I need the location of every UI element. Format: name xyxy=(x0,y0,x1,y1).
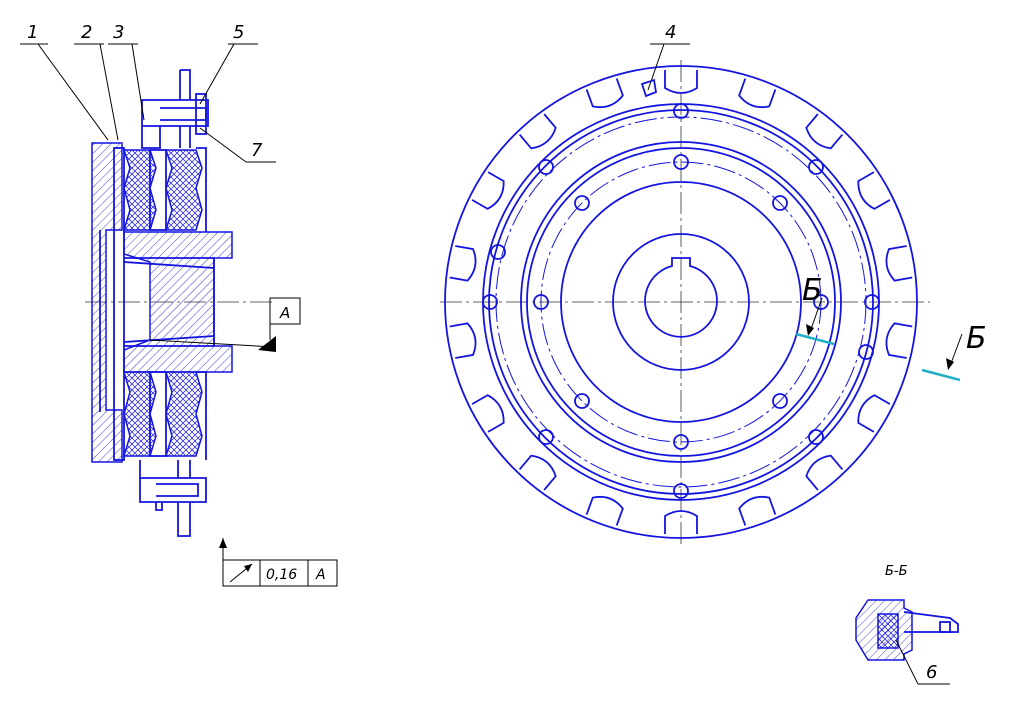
elastic-element-top-2 xyxy=(164,149,203,231)
runout-tolerance-frame: 0,16 A xyxy=(219,538,338,587)
scallop-pockets xyxy=(449,70,913,534)
runout-arrow-icon xyxy=(229,563,253,583)
housing-part-1 xyxy=(91,142,123,463)
cut-line-inner xyxy=(795,332,835,346)
section-cut-markers: Б Б xyxy=(795,273,987,382)
datum-a-marker: A xyxy=(258,297,301,352)
elastic-element-top-1 xyxy=(122,149,157,231)
flange-plate xyxy=(196,147,207,460)
datum-triangle xyxy=(258,336,276,352)
section-b-b-detail: Б-Б 6 xyxy=(855,564,959,685)
callout-5: 5 xyxy=(233,22,244,43)
datum-a-label: A xyxy=(279,304,290,322)
section-mark-inner: Б xyxy=(802,273,823,308)
section-mark-outer: Б xyxy=(966,321,987,356)
hub-outer xyxy=(612,233,750,371)
elastic-element-bottom-2 xyxy=(164,371,203,457)
callout-1: 1 xyxy=(27,22,38,43)
elastic-element-bottom-1 xyxy=(122,371,157,457)
outer-rim xyxy=(444,65,918,539)
callout-7: 7 xyxy=(251,140,263,161)
tolerance-datum: A xyxy=(315,567,326,583)
outer-bolt-holes xyxy=(482,103,880,499)
hub xyxy=(123,231,233,373)
callout-6: 6 xyxy=(926,662,937,683)
callout-3: 3 xyxy=(113,22,124,43)
front-view: 4 xyxy=(440,22,930,546)
cut-line-outer xyxy=(921,368,961,382)
section-title: Б-Б xyxy=(885,564,908,579)
tolerance-value: 0,16 xyxy=(266,567,297,583)
bottom-bolt xyxy=(139,477,207,503)
callout-4: 4 xyxy=(665,22,676,43)
bore-keyway xyxy=(644,257,718,338)
top-bolt xyxy=(141,99,209,127)
side-section-view xyxy=(85,69,275,537)
callouts-left: 1 2 3 5 7 xyxy=(20,22,276,163)
inner-bolt-holes xyxy=(533,154,829,450)
callout-2: 2 xyxy=(81,22,92,43)
